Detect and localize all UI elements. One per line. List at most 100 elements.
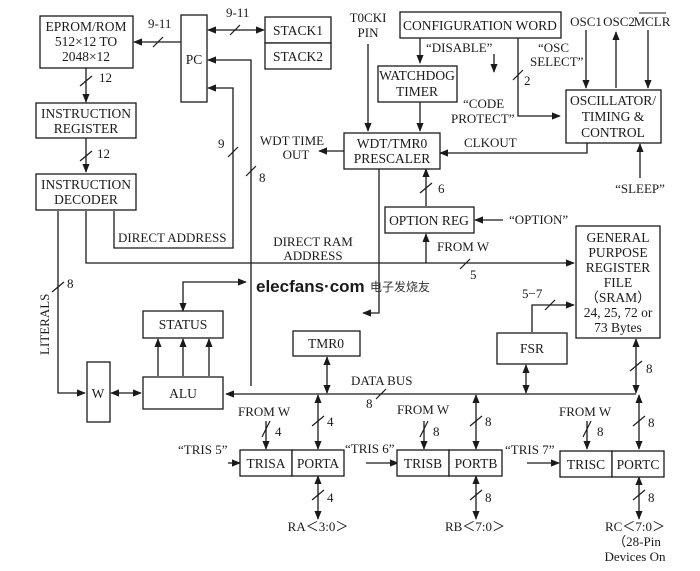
gprf-label-3: REGISTER [586,260,651,275]
direct-ram-label-1: DIRECT RAM [273,234,353,249]
ra-pins-label: RA＜3:0＞ [288,519,349,534]
tick [629,360,643,372]
tick [311,415,325,427]
portc-block: TRISC PORTC [559,450,665,478]
dec-label-1: INSTRUCTION [41,177,131,192]
width-fsr: 5−7 [522,286,543,301]
tick [632,489,646,501]
tick [51,281,65,293]
code-protect-label-1: “CODE [463,96,504,111]
ir-label-2: REGISTER [54,121,119,136]
watermark-dot: · [324,277,330,296]
gprf-label-5: （SRAM） [585,290,650,305]
stack1-label: STACK1 [273,23,323,38]
tick [544,299,556,311]
rc-pins-label-1: RC＜7:0＞ [605,519,665,534]
width-portc-bus: 8 [648,415,655,430]
direct-address-line [113,84,234,249]
eprom-label-2: 512×12 TO [55,34,117,49]
alu-label: ALU [169,386,197,401]
gprf-label-1: GENERAL [587,230,650,245]
sleep-label: “SLEEP” [615,181,665,196]
fsr-label: FSR [520,341,544,356]
porta-block: TRISA PORTA [239,449,345,477]
width-trisc: 8 [597,424,604,439]
width-trisa: 4 [275,424,282,439]
tick [632,415,646,427]
tick [419,182,433,194]
t0cki-label: T0CKI [350,10,387,25]
tick [459,258,471,270]
tris7-label: “TRIS 7” [505,442,555,457]
portc-label: PORTC [617,457,660,472]
tris5-label: “TRIS 5” [178,442,228,457]
width-trisb: 8 [433,424,440,439]
tick [227,146,239,158]
watermark-tld: com [330,277,365,296]
watchdog-block: WATCHDOG TIMER [377,65,458,103]
tick [419,420,429,438]
fsr-gprf-line [531,301,575,332]
status-bus-line [179,278,247,312]
bus-width-labels: 9-11 9-11 12 12 9 8 8 2 6 5 5−7 8 8 4 4 … [67,5,655,505]
tris6-label: “TRIS 6” [345,441,395,456]
width-pc-eprom: 9-11 [148,16,171,31]
t0cki-pin-label: PIN [358,25,380,40]
tick [311,489,325,501]
watermark-brand: elecfans·com [256,277,365,296]
disable-label: “DISABLE” [426,40,493,55]
status-block: STATUS [142,310,224,339]
trisb-label: TRISB [404,456,442,471]
tick [79,75,93,87]
rc-pins-label-2: （28-Pin [613,534,661,549]
tick [152,36,164,48]
wdt-timeout-label-1: WDT TIME [260,133,324,148]
width-gprf-bus: 8 [646,361,653,376]
tick [229,24,241,36]
data-bus-label: DATA BUS [351,373,412,388]
gprf-block: GENERAL PURPOSE REGISTER FILE （SRAM） 24,… [575,225,661,339]
width-portb-bus: 8 [485,414,492,429]
width-porta-pin: 4 [327,490,334,505]
portb-label: PORTB [455,456,498,471]
gprf-label-2: PURPOSE [588,245,647,260]
config-label: CONFIGURATION WORD [403,18,557,33]
option-label: “OPTION” [509,212,568,227]
mclr-label: MCLR [634,14,671,29]
pc-label: PC [186,52,203,67]
w-register-block: W [86,361,111,423]
tick [512,69,524,81]
alu-block: ALU [142,376,224,410]
watermark-cn: 电子发烧友 [370,279,430,294]
rb-pins-label: RB＜7:0＞ [445,519,505,534]
width-data-bus: 8 [366,396,373,411]
from-w-b-label: FROM W [397,402,450,417]
bus-ticks [51,24,646,501]
prescaler-label-1: WDT/TMR0 [357,136,428,151]
gprf-label-4: FILE [604,275,633,290]
gprf-label-7: 73 Bytes [594,320,642,335]
width-pc-stack: 9-11 [226,5,249,20]
gprf-label-6: 24, 25, 72 or [584,305,653,320]
tick [375,388,387,400]
width-porta-bus: 4 [327,414,334,429]
width-osc-sel: 2 [524,73,531,88]
portb-block: TRISB PORTB [396,449,503,477]
width-literals: 8 [67,276,74,291]
connections [57,26,652,520]
trisa-label: TRISA [246,456,285,471]
wdt-timeout-label-2: OUT [283,147,310,162]
tick [245,165,257,177]
tick [469,415,483,427]
status-label: STATUS [159,317,207,332]
direct-ram-label-2: ADDRESS [283,248,342,263]
width-opt-pre: 6 [438,181,445,196]
prescaler-block: WDT/TMR0 PRESCALER [343,132,441,170]
width-portb-pin: 8 [485,490,492,505]
tick [582,420,592,438]
from-w-option-label: FROM W [437,239,490,254]
option-reg-label: OPTION REG [389,213,469,228]
watchdog-label-2: TIMER [396,84,438,99]
osc-select-label-2: SELECT” [530,54,584,69]
